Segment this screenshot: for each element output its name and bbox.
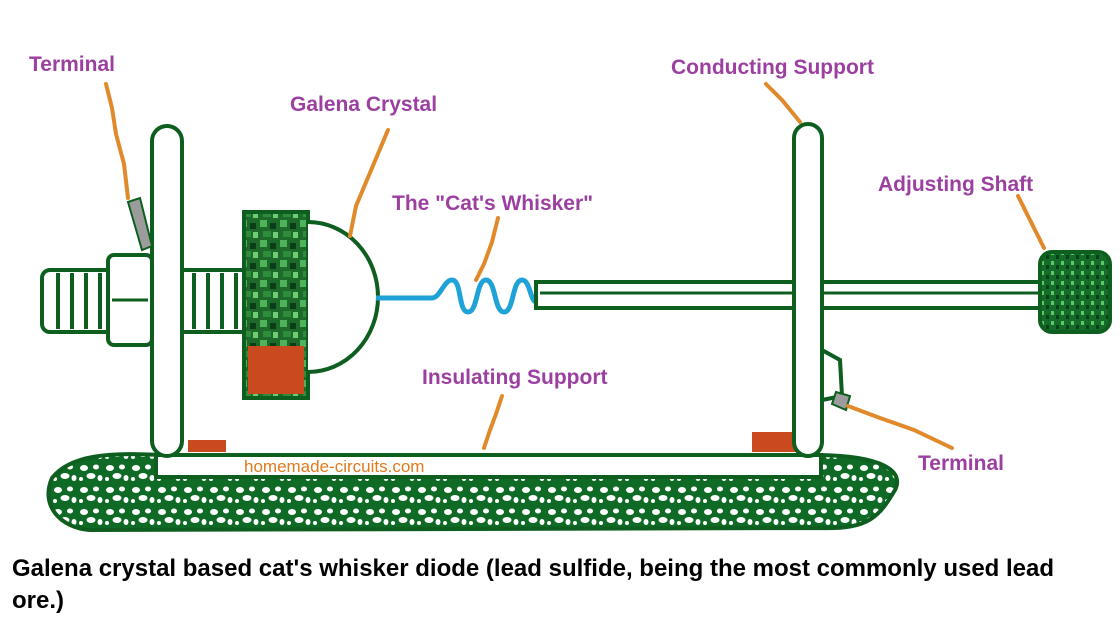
- galena-crystal: [242, 210, 380, 400]
- left-terminal-clip: [126, 196, 154, 252]
- label-terminal-left: Terminal: [29, 53, 115, 76]
- label-terminal-right: Terminal: [918, 452, 1004, 475]
- pointer-lines: [104, 82, 1046, 450]
- cats-whisker-diode-diagram: Terminal Galena Crystal The "Cat's Whisk…: [29, 53, 1112, 533]
- adjusting-knob: [1038, 250, 1112, 334]
- insulating-support-plank: [154, 453, 823, 479]
- right-vertical-support: [792, 122, 824, 458]
- left-vertical-support: [150, 124, 184, 458]
- rust-accent-right: [752, 410, 800, 452]
- label-cats-whisker: The "Cat's Whisker": [392, 192, 593, 215]
- figure-caption: Galena crystal based cat's whisker diode…: [12, 555, 1055, 614]
- label-galena-crystal: Galena Crystal: [290, 93, 437, 116]
- label-conducting-support: Conducting Support: [671, 56, 874, 79]
- threaded-bolt: [40, 253, 250, 347]
- label-adjusting-shaft: Adjusting Shaft: [878, 173, 1033, 196]
- cats-whisker-wire: [376, 277, 543, 315]
- watermark: homemade-circuits.com: [244, 457, 424, 476]
- rust-accent-left: [188, 440, 226, 452]
- label-insulating-support: Insulating Support: [422, 366, 607, 389]
- shaft-rod: [534, 280, 1046, 310]
